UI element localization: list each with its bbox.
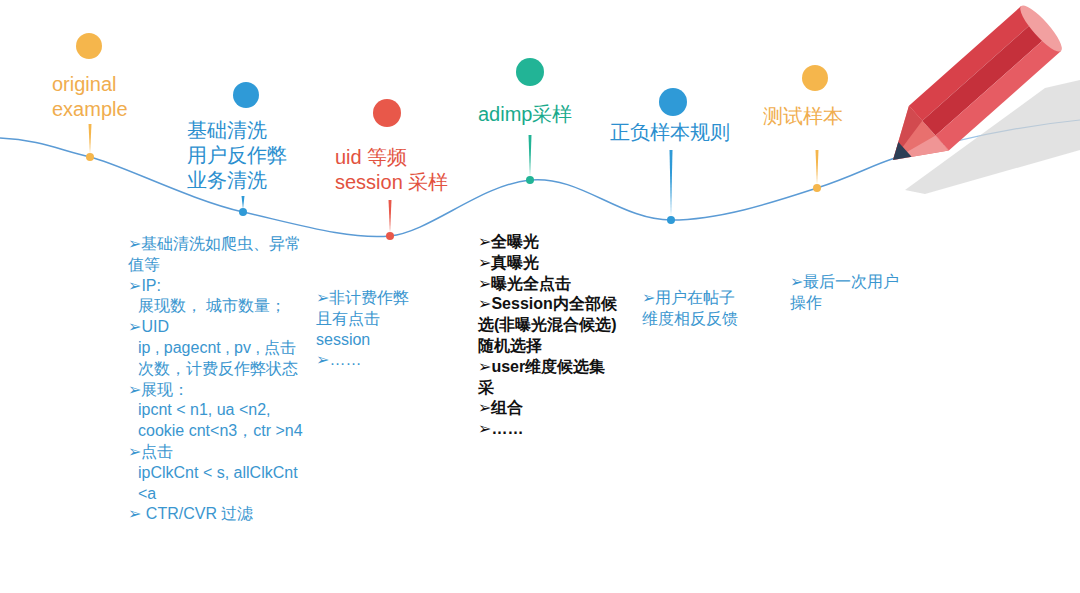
pencil — [873, 1, 1067, 183]
bullet-list: ➢用户在帖子维度相反反馈 — [642, 288, 742, 330]
title-holder: 正负样本规则 — [610, 120, 760, 145]
stem — [89, 124, 92, 154]
timeline-stage: adimp采样 ➢全曝光➢真曝光➢曝光全点击➢Session内全部候选(非曝光混合… — [478, 58, 628, 440]
pencil-tip — [886, 142, 911, 168]
bullet-item: ➢用户在帖子维度相反反馈 — [642, 288, 742, 330]
wave-dot — [86, 153, 94, 161]
stem — [389, 200, 392, 233]
bullet-item: ➢全曝光 — [478, 232, 618, 253]
bullet-item: ➢非计费作弊且有点击session — [316, 288, 422, 350]
stem — [242, 196, 245, 209]
wave-line — [0, 138, 895, 237]
bullet-list: ➢基础清洗如爬虫、异常值等➢IP:展现数， 城市数量；➢UIDip , page… — [128, 234, 304, 525]
stem — [529, 135, 532, 177]
wave-dot — [813, 184, 821, 192]
marker-circle — [76, 33, 102, 59]
stage-title: 测试样本 — [763, 104, 873, 129]
stage-title: uid 等频 session 采样 — [335, 145, 463, 195]
marker-circle — [659, 88, 687, 116]
stage-title: adimp采样 — [478, 102, 628, 127]
title-holder: adimp采样 — [478, 102, 628, 127]
stem — [816, 150, 819, 185]
bullet-item: ➢IP: — [128, 276, 304, 297]
bullet-list: ➢最后一次用户操作 — [790, 272, 900, 314]
title-holder: uid 等频 session 采样 — [335, 145, 463, 195]
marker-circle — [516, 58, 544, 86]
bullet-item: ➢展现： — [128, 380, 304, 401]
pencil-body — [936, 36, 1061, 151]
stage-title: 基础清洗 用户反作弊 业务清洗 — [187, 118, 299, 193]
title-holder: 基础清洗 用户反作弊 业务清洗 — [187, 118, 299, 193]
bullet-item: ➢…… — [478, 419, 618, 440]
wave-dot — [386, 232, 394, 240]
bullet-item: ➢最后一次用户操作 — [790, 272, 900, 314]
title-holder: original example — [52, 72, 152, 122]
stage-title: 正负样本规则 — [610, 120, 760, 145]
timeline-stage: 测试样本 ➢最后一次用户操作 — [763, 65, 900, 314]
bullet-item: 展现数， 城市数量； — [128, 296, 304, 317]
bullet-list: ➢非计费作弊且有点击session➢…… — [316, 288, 422, 371]
wave-dot — [526, 176, 534, 184]
timeline-stage: 基础清洗 用户反作弊 业务清洗 ➢基础清洗如爬虫、异常值等➢IP:展现数， 城市数… — [128, 82, 304, 526]
wave-dot — [667, 216, 675, 224]
bullet-item: ➢曝光全点击 — [478, 274, 618, 295]
bullet-item: ➢真曝光 — [478, 253, 618, 274]
stage-title: original example — [52, 72, 152, 122]
bullet-item: ip , pagecnt , pv , 点击次数，计费反作弊状态 — [128, 338, 304, 380]
wave-dot — [239, 208, 247, 216]
timeline-stage: uid 等频 session 采样 ➢非计费作弊且有点击session➢…… — [316, 99, 463, 372]
pencil-end — [1015, 1, 1067, 56]
bullet-item: ipClkCnt < s, allClkCnt <a — [128, 463, 304, 505]
bullet-item: ipcnt < n1, ua <n2, cookie cnt<n3，ctr >n… — [128, 400, 304, 442]
marker-circle — [233, 82, 259, 108]
bullet-item: ➢Session内全部候选(非曝光混合候选)随机选择 — [478, 294, 618, 356]
bullet-item: ➢UID — [128, 317, 304, 338]
timeline-stage: original example — [52, 33, 152, 122]
title-holder: 测试样本 — [763, 104, 873, 129]
timeline-stage: 正负样本规则 ➢用户在帖子维度相反反馈 — [610, 88, 760, 330]
bullet-item: ➢组合 — [478, 398, 618, 419]
marker-circle — [802, 65, 828, 91]
stem — [670, 150, 673, 217]
bullet-item: ➢ CTR/CVR 过滤 — [128, 504, 304, 525]
bullet-list: ➢全曝光➢真曝光➢曝光全点击➢Session内全部候选(非曝光混合候选)随机选择… — [478, 232, 618, 440]
bullet-item: ➢user维度候选集采 — [478, 357, 618, 399]
bullet-item: ➢基础清洗如爬虫、异常值等 — [128, 234, 304, 276]
marker-circle — [373, 99, 401, 127]
bullet-item: ➢点击 — [128, 442, 304, 463]
bullet-item: ➢…… — [316, 350, 422, 371]
